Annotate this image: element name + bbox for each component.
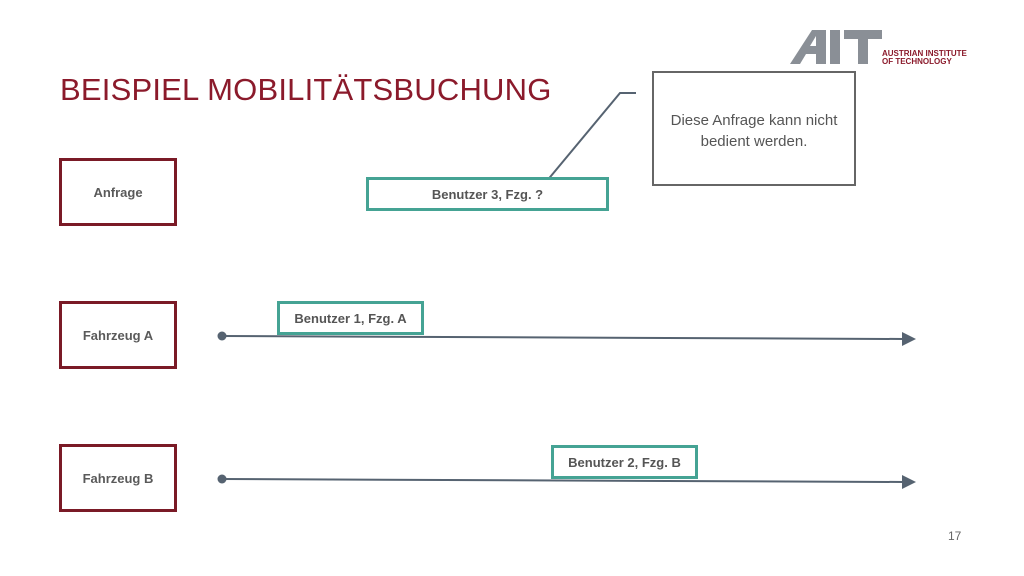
callout-text: Diese Anfrage kann nicht bedient werden. — [670, 112, 838, 150]
booking-user2-vehicle-b: Benutzer 2, Fzg. B — [551, 445, 698, 479]
timeline-a-arrowhead — [902, 332, 916, 346]
slide-title: BEISPIEL MOBILITÄTSBUCHUNG — [60, 72, 552, 107]
ait-logo-text: AUSTRIAN INSTITUTE OF TECHNOLOGY — [882, 49, 967, 66]
booking-request-user3: Benutzer 3, Fzg. ? — [366, 177, 609, 211]
timeline-b-line — [221, 478, 905, 483]
page-number: 17 — [948, 529, 962, 543]
callout-pointer-line — [540, 92, 636, 189]
booking-user1-vehicle-a: Benutzer 1, Fzg. A — [277, 301, 424, 335]
callout-box: Diese Anfrage kann nicht bedient werden. — [652, 71, 856, 186]
timeline-b-arrowhead — [902, 475, 916, 489]
row-label-vehicle-a: Fahrzeug A — [59, 301, 177, 369]
ait-logo: AUSTRIAN INSTITUTE OF TECHNOLOGY — [790, 28, 970, 68]
timeline-a-line — [221, 335, 905, 340]
ait-logo-mark — [790, 30, 882, 64]
row-label-vehicle-b: Fahrzeug B — [59, 444, 177, 512]
row-label-request: Anfrage — [59, 158, 177, 226]
